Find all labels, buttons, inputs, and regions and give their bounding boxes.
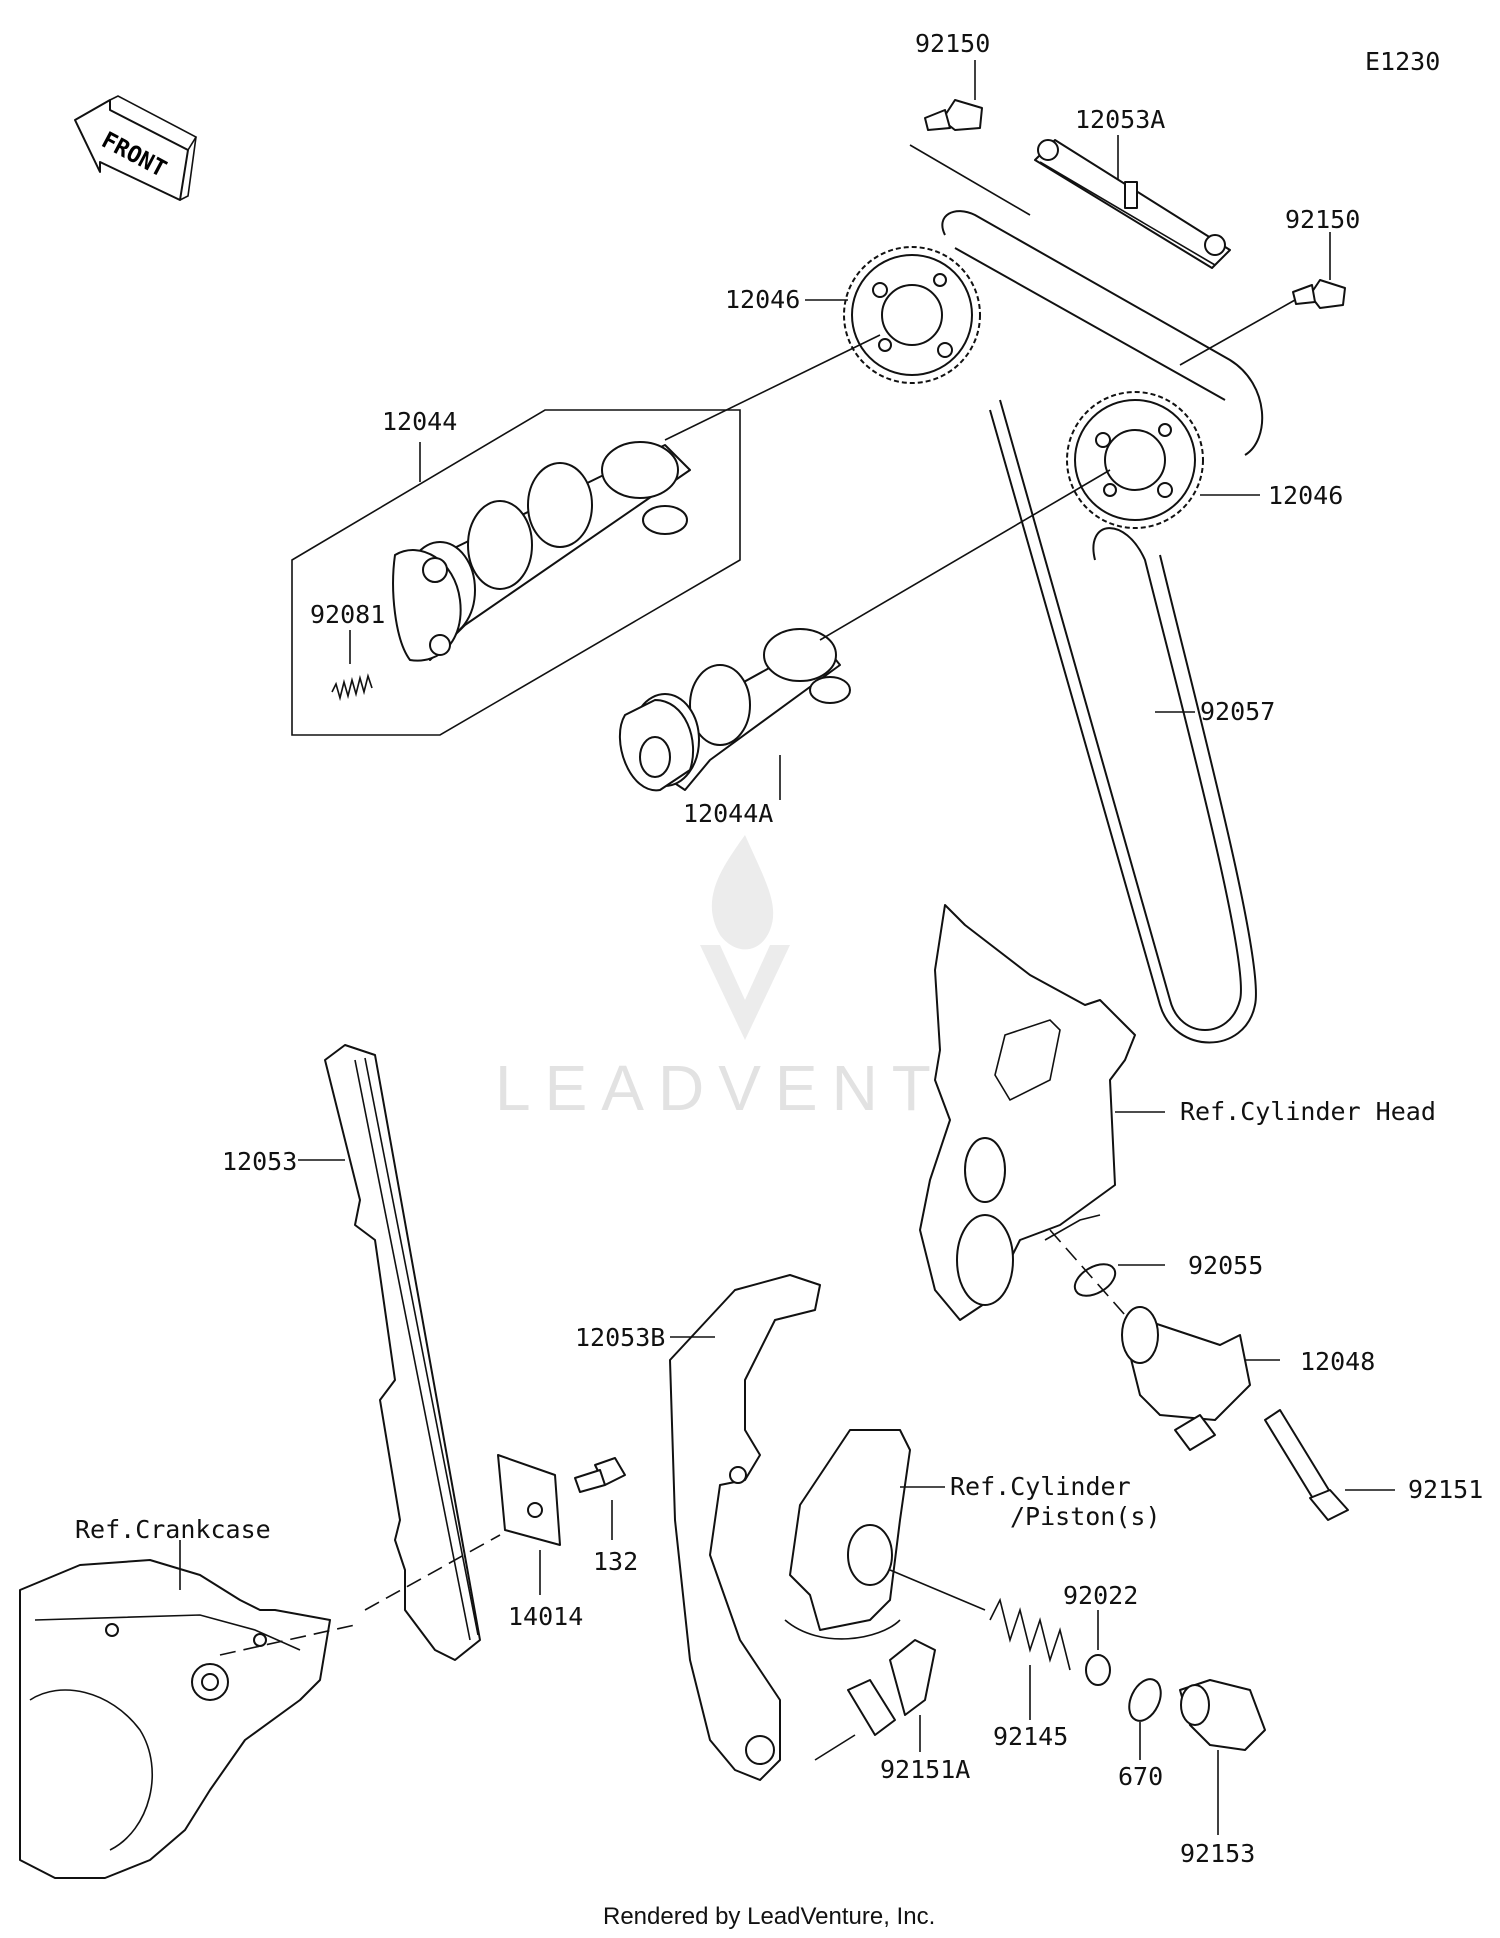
cam-chain-tensioner xyxy=(1121,1306,1251,1451)
o-ring-92055 xyxy=(1073,1263,1117,1297)
bolt-92150-right xyxy=(1292,232,1346,309)
label-92022: 92022 xyxy=(1063,1581,1138,1610)
label-92151A: 92151A xyxy=(880,1755,970,1784)
front-arrow-icon: FRONT xyxy=(74,95,198,201)
spring-92081 xyxy=(331,630,373,702)
camshaft-exhaust xyxy=(619,628,851,800)
bolt-92150-top xyxy=(924,60,983,131)
label-12053B: 12053B xyxy=(575,1323,665,1352)
label-92055: 92055 xyxy=(1188,1251,1263,1280)
washer-92022 xyxy=(1085,1654,1111,1686)
label-92081: 92081 xyxy=(310,600,385,629)
label-12044: 12044 xyxy=(382,407,457,436)
chain-guide-long xyxy=(324,1044,481,1661)
crankcase xyxy=(19,1559,331,1879)
ref-cylinder-line2: /Piston(s) xyxy=(1010,1502,1161,1531)
plate-14014 xyxy=(497,1454,561,1546)
label-12053: 12053 xyxy=(222,1147,297,1176)
label-132: 132 xyxy=(593,1547,638,1576)
sprocket-left xyxy=(843,246,981,384)
ref-cylinder-line1: Ref.Cylinder xyxy=(950,1472,1131,1501)
o-ring-670 xyxy=(1128,1678,1162,1722)
watermark-logo xyxy=(700,835,790,1040)
label-14014: 14014 xyxy=(508,1602,583,1631)
pivot-bolt-92151A xyxy=(814,1639,936,1761)
label-12044A: 12044A xyxy=(683,799,773,828)
plug-bolt-92153 xyxy=(1179,1679,1266,1751)
ref-crankcase: Ref.Crankcase xyxy=(75,1515,271,1544)
ref-cylinder-head: Ref.Cylinder Head xyxy=(1180,1097,1436,1126)
label-12048: 12048 xyxy=(1300,1347,1375,1376)
label-92151: 92151 xyxy=(1408,1475,1483,1504)
spring-92145 xyxy=(889,1569,1071,1720)
label-92150-top: 92150 xyxy=(915,29,990,58)
diagram-code: E1230 xyxy=(1365,47,1440,76)
sprocket-right xyxy=(1066,391,1204,529)
label-12053A: 12053A xyxy=(1075,105,1165,134)
label-92057: 92057 xyxy=(1200,697,1275,726)
cylinder-piston-body xyxy=(784,1429,911,1640)
camshaft-bracket xyxy=(291,409,741,736)
label-12046-right: 12046 xyxy=(1268,481,1343,510)
label-92150-right: 92150 xyxy=(1285,205,1360,234)
camshaft-intake xyxy=(392,441,691,662)
bolt-132 xyxy=(574,1457,626,1493)
bolt-92151 xyxy=(1264,1409,1349,1521)
label-92145: 92145 xyxy=(993,1722,1068,1751)
chain-guide-top xyxy=(1034,135,1231,269)
label-670: 670 xyxy=(1118,1762,1163,1791)
cam-chain xyxy=(941,210,1264,1044)
footer-credit: Rendered by LeadVenture, Inc. xyxy=(603,1903,935,1930)
cylinder-head xyxy=(919,904,1136,1321)
label-12046-left: 12046 xyxy=(725,285,800,314)
tensioner-guide xyxy=(669,1274,821,1781)
label-92153: 92153 xyxy=(1180,1839,1255,1868)
